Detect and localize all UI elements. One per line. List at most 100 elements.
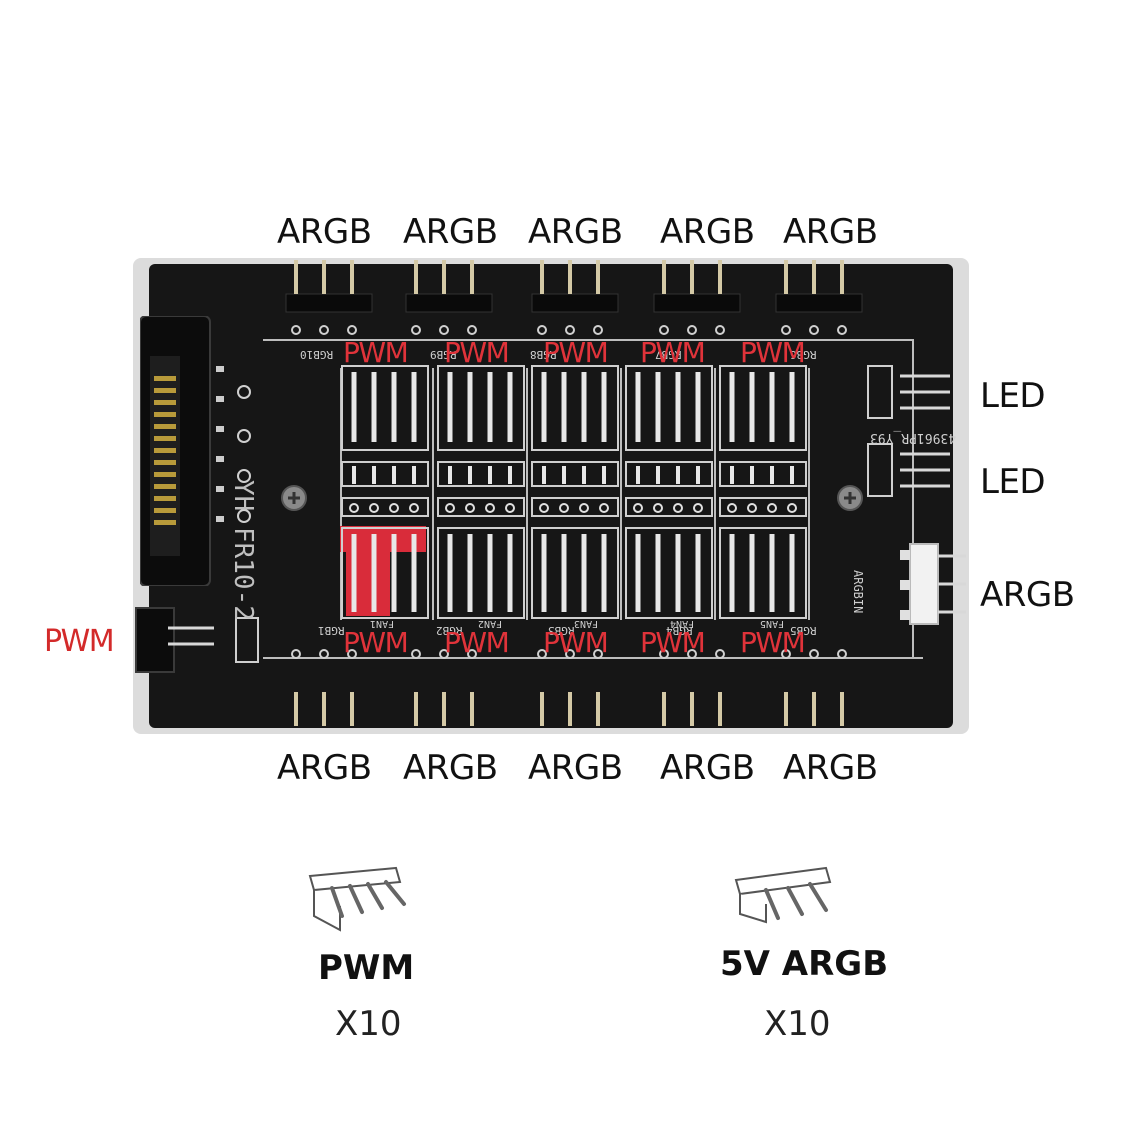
bottom-argb-label-1: ARGB [277, 748, 372, 788]
left-pwm-label: PWM [44, 624, 115, 659]
top-argb-header-housing [531, 293, 619, 313]
top-argb-label-4: ARGB [660, 212, 755, 252]
mount-screw-icon [837, 485, 863, 511]
fan-pad [653, 503, 663, 513]
top-argb-label-3: ARGB [528, 212, 623, 252]
pwm-legend-title: PWM [318, 948, 415, 988]
bottom-argb-headers [291, 649, 847, 726]
fan-header-upper-frame [437, 365, 525, 451]
top-argb-header-housing [653, 293, 741, 313]
silk-rgb1: RGB1 [318, 624, 345, 637]
fan-header-mid-frame [531, 461, 619, 487]
bottom-argb-pad [687, 649, 697, 659]
top-argb-pad [809, 325, 819, 335]
top-argb-pad [593, 325, 603, 335]
pwm-legend-count: X10 [335, 1004, 402, 1044]
top-argb-pad [467, 325, 477, 335]
bottom-pwm-label-1: PWM [343, 626, 409, 659]
fan-header-lower-frame [531, 527, 619, 619]
top-argb-pad [291, 325, 301, 335]
fan-header-lower-frame [437, 527, 525, 619]
top-argb-pad [347, 325, 357, 335]
top-argb-pad [537, 325, 547, 335]
top-argb-header-housing [405, 293, 493, 313]
top-argb-header-housing [285, 293, 373, 313]
top-argb-pad [439, 325, 449, 335]
fan-header-mid-frame [341, 497, 429, 517]
bottom-argb-pad [781, 649, 791, 659]
fan-pad [505, 503, 515, 513]
top-pwm-label-4: PWM [640, 336, 706, 369]
fan-header-mid-frame [719, 461, 807, 487]
board-model-text: YH FR10-2 [228, 480, 258, 621]
fan-pad [579, 503, 589, 513]
top-argb-pad [659, 325, 669, 335]
fan-pad [727, 503, 737, 513]
bottom-argb-label-3: ARGB [528, 748, 623, 788]
right-led-label-1: LED [980, 376, 1046, 416]
top-argb-pad [411, 325, 421, 335]
fan-header-mid-frame [437, 461, 525, 487]
bottom-argb-pad [347, 649, 357, 659]
top-pwm-label-5: PWM [740, 336, 806, 369]
fan-header-upper-frame [341, 365, 429, 451]
bottom-argb-label-2: ARGB [403, 748, 498, 788]
bottom-argb-pad [809, 649, 819, 659]
bottom-pwm-label-5: PWM [740, 626, 806, 659]
top-argb-header-housing [775, 293, 863, 313]
fan-header-mid-frame [341, 461, 429, 487]
argb-connector-icon [734, 866, 832, 924]
fan-pad [369, 503, 379, 513]
fan-pad [389, 503, 399, 513]
fan-header-lower-frame [341, 527, 429, 619]
bottom-argb-pad [291, 649, 301, 659]
right-led-label-2: LED [980, 462, 1046, 502]
argb-legend-count: X10 [764, 1004, 831, 1044]
top-argb-label-2: ARGB [403, 212, 498, 252]
fan-header-upper-frame [719, 365, 807, 451]
top-argb-pad [781, 325, 791, 335]
argbin-silk-text: ARGBIN [851, 570, 865, 614]
bottom-argb-pad [537, 649, 547, 659]
bottom-argb-pad [715, 649, 725, 659]
bottom-argb-label-4: ARGB [660, 748, 755, 788]
bottom-argb-pad [439, 649, 449, 659]
bottom-pwm-label-2: PWM [444, 626, 510, 659]
fan-header-lower-frame [719, 527, 807, 619]
top-argb-pad [565, 325, 575, 335]
fan-pad [465, 503, 475, 513]
bottom-argb-pad [593, 649, 603, 659]
bottom-argb-pad [565, 649, 575, 659]
fan-pad [409, 503, 419, 513]
fan-pad [349, 503, 359, 513]
fan-header-mid-frame [531, 497, 619, 517]
bottom-argb-label-5: ARGB [783, 748, 878, 788]
fan-pad [747, 503, 757, 513]
led-headers [867, 365, 950, 497]
pwm-connector-icon [308, 866, 406, 932]
top-argb-label-5: ARGB [783, 212, 878, 252]
top-argb-pad [687, 325, 697, 335]
bottom-argb-pad [659, 649, 669, 659]
top-argb-headers [285, 260, 863, 335]
top-argb-label-1: ARGB [277, 212, 372, 252]
top-argb-pad [837, 325, 847, 335]
bottom-argb-pad [467, 649, 477, 659]
fan-header-lower-frame [625, 527, 713, 619]
fan-pad [673, 503, 683, 513]
top-pwm-label-3: PWM [543, 336, 609, 369]
pwm-fan-headers [340, 365, 807, 619]
bottom-argb-pad [411, 649, 421, 659]
fan-pad [559, 503, 569, 513]
top-pwm-label-2: PWM [444, 336, 510, 369]
fan-header-upper-frame [531, 365, 619, 451]
mount-screw-icon [281, 485, 307, 511]
fan-pad [599, 503, 609, 513]
fan-pad [767, 503, 777, 513]
fan-header-upper-frame [625, 365, 713, 451]
fan-pad [787, 503, 797, 513]
bottom-argb-pad [837, 649, 847, 659]
fan-header-mid-frame [719, 497, 807, 517]
fan-header-mid-frame [625, 497, 713, 517]
silk-rgb10: RGB10 [300, 348, 334, 361]
